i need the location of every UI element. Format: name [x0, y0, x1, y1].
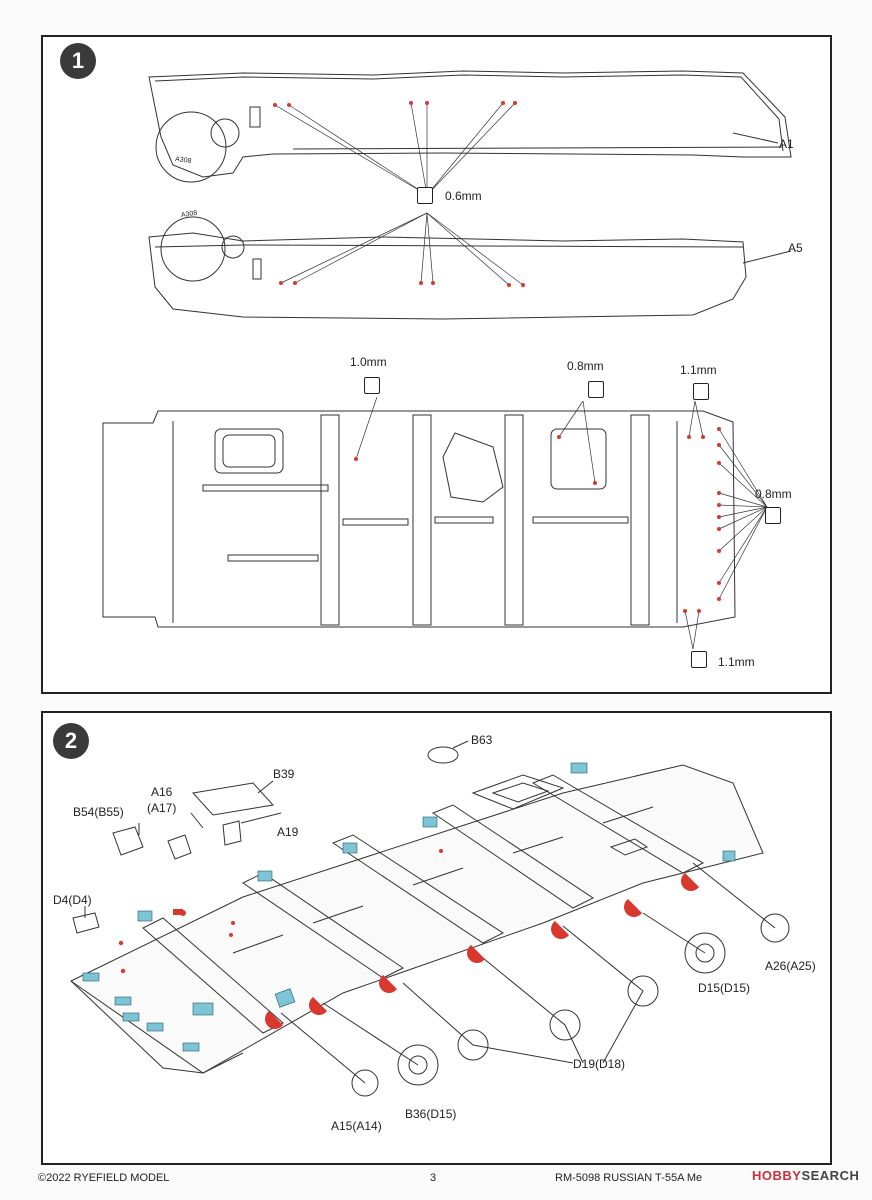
part-label-a26: A26(A25) — [765, 959, 816, 973]
copyright-text: ©2022 RYEFIELD MODEL — [38, 1172, 170, 1184]
drill-size-label: 1.0mm — [350, 355, 387, 369]
part-label-a17: (A17) — [147, 801, 177, 815]
drill-size-label: 0.8mm — [755, 487, 792, 501]
part-label-d19: D19(D18) — [573, 1057, 626, 1071]
part-label-d15: D15(D15) — [698, 981, 751, 995]
step-number-badge: 1 — [60, 43, 96, 79]
hull-assembly-drawing — [70, 740, 790, 1097]
part-label-a1: A1 — [779, 137, 794, 151]
page-number: 3 — [430, 1172, 437, 1184]
hull-side-drawings — [102, 70, 792, 650]
step-number-badge: 2 — [53, 723, 89, 759]
drill-icon — [693, 383, 709, 400]
part-label-b63: B63 — [471, 733, 493, 747]
watermark-hobby: HOBBY — [752, 1168, 802, 1183]
kit-title: RM-5098 RUSSIAN T-55A Me — [555, 1172, 703, 1184]
part-label-b36: B36(D15) — [405, 1107, 457, 1121]
watermark-search: SEARCH — [801, 1168, 860, 1183]
part-label-a15: A15(A14) — [331, 1119, 382, 1133]
drill-icon — [417, 187, 433, 204]
step-2-panel: 2 — [41, 711, 832, 1165]
drill-size-label: 0.6mm — [445, 189, 482, 203]
part-label-a16: A16 — [151, 785, 173, 799]
drill-size-label: 1.1mm — [718, 655, 755, 669]
step-1-panel: 1 — [41, 35, 832, 694]
part-label-b39: B39 — [273, 767, 295, 781]
watermark-logo: HOBBYSEARCH — [752, 1168, 859, 1183]
part-label-d4: D4(D4) — [53, 893, 92, 907]
drill-size-label: 0.8mm — [567, 359, 604, 373]
drill-icon — [765, 507, 781, 524]
part-label-a5: A5 — [788, 241, 803, 255]
drill-size-label: 1.1mm — [680, 363, 717, 377]
part-label-b54: B54(B55) — [73, 805, 124, 819]
drill-icon — [691, 651, 707, 668]
drill-icon — [364, 377, 380, 394]
drill-icon — [588, 381, 604, 398]
part-label-a19: A19 — [277, 825, 299, 839]
